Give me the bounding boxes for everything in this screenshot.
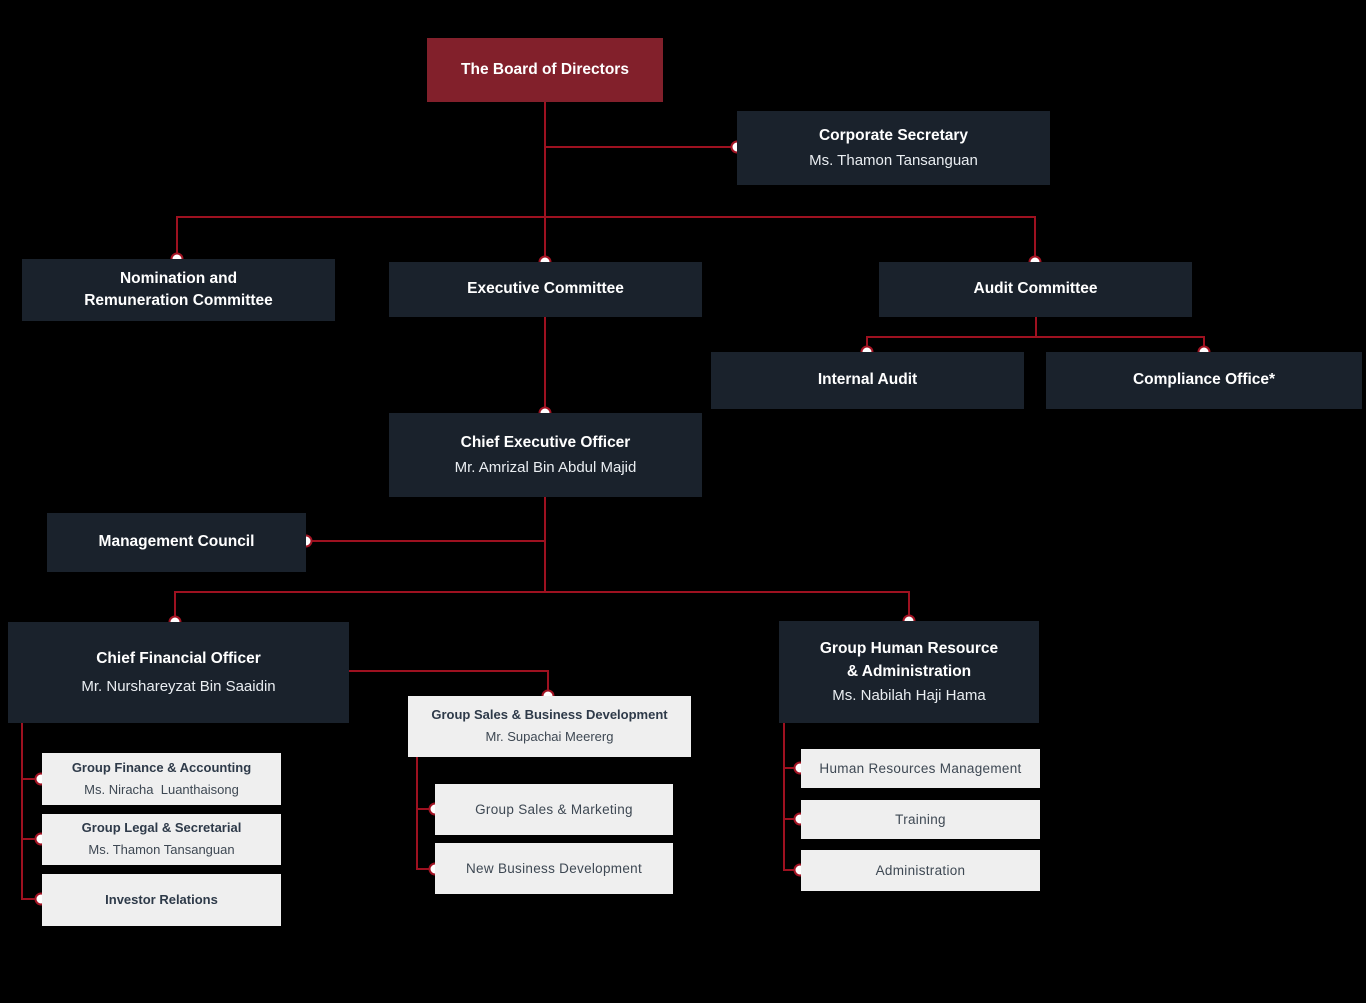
connector-row1 <box>176 216 1036 218</box>
connector-admin-branch <box>783 869 801 871</box>
node-title: Internal Audit <box>817 371 918 389</box>
connector-ir-branch <box>21 898 41 900</box>
node-executive-committee: Executive Committee <box>389 262 702 317</box>
connector-cfo-down <box>21 723 23 900</box>
node-administration: Administration <box>801 850 1040 891</box>
connector-nomination-drop <box>176 216 178 259</box>
node-title: Group Sales & Business Development <box>431 707 668 723</box>
connector-ghr-down <box>783 723 785 871</box>
node-title: Chief Executive Officer <box>460 433 631 451</box>
node-group-sales-marketing: Group Sales & Marketing <box>435 784 673 835</box>
node-title: New Business Development <box>465 861 643 876</box>
node-chief-executive-officer: Chief Executive Officer Mr. Amrizal Bin … <box>389 413 702 497</box>
node-person: Mr. Nurshareyzat Bin Saaidin <box>81 678 276 696</box>
connector-hrm-branch <box>783 767 801 769</box>
connector-gsm-branch <box>416 808 435 810</box>
connector-compliance-drop <box>1203 336 1205 352</box>
node-management-council: Management Council <box>47 513 306 572</box>
connector-ghr-drop <box>908 591 910 621</box>
connector-executive-drop <box>544 216 546 262</box>
node-audit-committee: Audit Committee <box>879 262 1192 317</box>
connector-executive-ceo <box>544 317 546 413</box>
connector-gls-branch <box>21 838 41 840</box>
node-person: Ms. Niracha Luanthaisong <box>84 781 239 797</box>
node-new-business-development: New Business Development <box>435 843 673 894</box>
node-title: Group Finance & Accounting <box>71 759 252 775</box>
connector-audit-drop <box>1034 216 1036 262</box>
node-title-line2: & Administration <box>846 662 972 680</box>
connector-audit-children <box>866 336 1205 338</box>
node-title-line1: Nomination and <box>119 269 238 287</box>
node-board-of-directors: The Board of Directors <box>427 38 663 102</box>
node-title: Investor Relations <box>105 891 218 907</box>
node-title: Management Council <box>98 533 255 551</box>
node-title-line1: Group Human Resource <box>819 640 999 658</box>
node-title: Group Sales & Marketing <box>475 802 633 817</box>
node-chief-financial-officer: Chief Financial Officer Mr. Nurshareyzat… <box>8 622 349 723</box>
node-title: Group Legal & Secretarial <box>81 820 242 836</box>
connector-training-branch <box>783 818 801 820</box>
node-internal-audit: Internal Audit <box>711 352 1024 409</box>
node-person: Ms. Thamon Tansanguan <box>809 151 978 169</box>
node-person: Ms. Thamon Tansanguan <box>88 842 235 858</box>
node-title-line2: Remuneration Committee <box>84 292 273 309</box>
connector-audit-down <box>1035 317 1037 338</box>
connector-cfo-drop <box>174 591 176 622</box>
node-title: Chief Financial Officer <box>96 649 261 667</box>
node-group-legal-secretarial: Group Legal & Secretarial Ms. Thamon Tan… <box>42 814 281 865</box>
connector-internal-audit-drop <box>866 336 868 352</box>
connector-nbd-branch <box>416 868 435 870</box>
node-title: Executive Committee <box>467 280 624 298</box>
node-title: Human Resources Management <box>819 761 1022 776</box>
connector-board-down <box>544 102 546 218</box>
connector-corp-secretary <box>545 146 737 148</box>
node-title: The Board of Directors <box>461 60 629 78</box>
node-corporate-secretary: Corporate Secretary Ms. Thamon Tansangua… <box>737 111 1050 185</box>
node-investor-relations: Investor Relations <box>42 874 281 926</box>
node-nomination-remuneration-committee: Nomination and Remuneration Committee <box>22 259 335 321</box>
node-title: Corporate Secretary <box>818 127 969 145</box>
connector-management-council <box>306 540 546 542</box>
node-title: Administration <box>875 863 966 878</box>
node-person: Ms. Nabilah Haji Hama <box>832 686 986 704</box>
connector-ceo-down <box>544 497 546 593</box>
connector-gsbd-down <box>416 757 418 870</box>
connector-gsbd-drop <box>547 670 549 696</box>
node-person: Mr. Supachai Meererg <box>485 729 614 745</box>
node-group-finance-accounting: Group Finance & Accounting Ms. Niracha L… <box>42 753 281 805</box>
connector-gfa-branch <box>21 778 41 780</box>
node-title: Compliance Office* <box>1132 371 1276 389</box>
connector-cfo-gsbd <box>349 670 549 672</box>
node-title: Training <box>895 812 946 827</box>
node-group-sales-business-development: Group Sales & Business Development Mr. S… <box>408 696 691 757</box>
node-group-human-resource-administration: Group Human Resource & Administration Ms… <box>779 621 1039 723</box>
node-human-resources-management: Human Resources Management <box>801 749 1040 788</box>
node-title: Audit Committee <box>973 280 1098 298</box>
node-person: Mr. Amrizal Bin Abdul Majid <box>454 459 637 477</box>
node-training: Training <box>801 800 1040 839</box>
connector-row2 <box>174 591 910 593</box>
node-compliance-office: Compliance Office* <box>1046 352 1362 409</box>
